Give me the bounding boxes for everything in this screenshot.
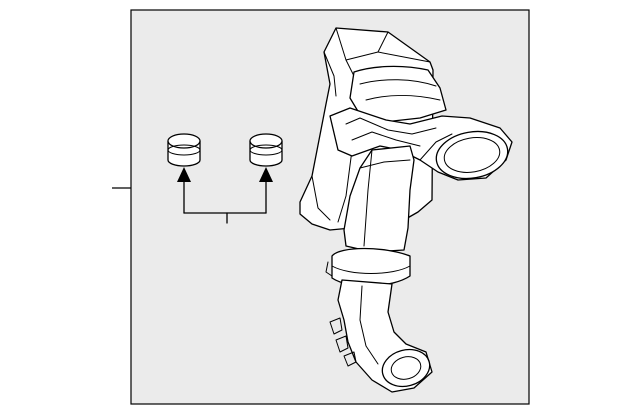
arrow-right: [259, 167, 273, 182]
air-cleaner-assembly[interactable]: [299, 27, 513, 393]
grommet-left[interactable]: [167, 133, 201, 167]
grommet-bracket: [183, 181, 267, 224]
arrow-left: [177, 167, 191, 182]
grommet-right[interactable]: [249, 133, 283, 167]
